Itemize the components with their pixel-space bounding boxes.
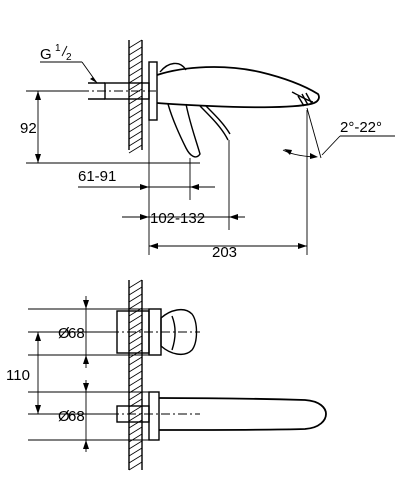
wall-hatch-line <box>128 123 143 133</box>
dim-92-text: 92 <box>20 120 37 137</box>
dim-61-91-text: 61-91 <box>78 168 116 185</box>
wall-hatch-line <box>128 321 143 331</box>
dim-dia-bottom: Ø 68 <box>28 380 150 452</box>
dia-top-symbol: Ø <box>58 325 70 342</box>
dia-bottom-symbol: Ø <box>58 408 70 425</box>
wall-hatch-line <box>128 116 143 126</box>
dim-110: 110 <box>6 331 110 415</box>
wall-hatch-line <box>128 300 143 310</box>
wall-hatch-line <box>128 130 143 140</box>
wall-plate <box>148 61 158 121</box>
wall-hatch-line <box>128 60 143 70</box>
dim-102-132: 102-132 <box>122 140 245 230</box>
dim-92: 92 <box>20 90 200 164</box>
wall-hatch-line <box>128 293 143 303</box>
wall-hatch-line <box>128 39 143 49</box>
wall-hatch-line <box>128 95 143 105</box>
wall-hatch-line <box>128 377 143 387</box>
plan-view: Ø 68 110 Ø 68 <box>6 279 327 471</box>
dim-102-132-text: 102-132 <box>150 210 205 227</box>
spout-plan <box>110 391 327 441</box>
spout-body <box>156 62 320 109</box>
wall-hatch-line <box>128 46 143 56</box>
dim-angle: 2°-22° <box>282 107 395 159</box>
wall-hatch-line <box>128 88 143 98</box>
dim-61-91: 61-91 <box>78 120 215 200</box>
wall-hatch-line <box>128 342 143 352</box>
wall-hatch-line <box>128 349 143 359</box>
wall-hatch-line <box>128 426 143 436</box>
thread-connector <box>80 82 156 100</box>
wall-hatch-line <box>128 314 143 324</box>
wall-hatch-line <box>128 144 143 154</box>
dim-angle-text: 2°-22° <box>340 119 382 136</box>
dia-top-text: 68 <box>68 325 85 342</box>
wall-hatch-line <box>128 363 143 373</box>
dim-203-text: 203 <box>212 244 237 261</box>
wall-hatch-line <box>128 461 143 471</box>
dim-110-text: 110 <box>6 367 30 384</box>
wall-hatch-line <box>128 405 143 415</box>
valve-body <box>110 308 200 356</box>
lever-handle <box>167 103 231 158</box>
wall-hatch-line <box>128 74 143 84</box>
wall-hatch-line <box>128 328 143 338</box>
wall-hatch-line <box>128 356 143 366</box>
thread-num-text: 1 <box>55 43 61 54</box>
dim-203: 203 <box>148 110 308 261</box>
thread-label: G 1 2 <box>40 43 98 84</box>
wall-hatch-line <box>128 335 143 345</box>
wall-hatch-line <box>128 419 143 429</box>
wall-hatch-line <box>128 454 143 464</box>
dia-bottom-text: 68 <box>68 408 85 425</box>
wall-bottom <box>128 279 143 471</box>
wall-hatch-line <box>128 391 143 401</box>
wall-hatch-line <box>128 433 143 443</box>
wall-hatch-line <box>128 286 143 296</box>
wall-hatch-line <box>128 53 143 63</box>
wall-hatch-line <box>128 109 143 119</box>
wall-hatch-line <box>128 447 143 457</box>
thread-g-text: G <box>40 46 52 63</box>
wall-hatch-line <box>128 370 143 380</box>
wall-hatch-line <box>128 440 143 450</box>
wall-hatch-line <box>128 67 143 77</box>
side-elevation: G 1 2 92 61-91 <box>20 39 395 261</box>
wall-hatch-line <box>128 279 143 289</box>
thread-den-text: 2 <box>66 52 72 63</box>
wall-top <box>128 39 143 154</box>
wall-hatch-line <box>128 102 143 112</box>
wall-hatch-line <box>128 137 143 147</box>
